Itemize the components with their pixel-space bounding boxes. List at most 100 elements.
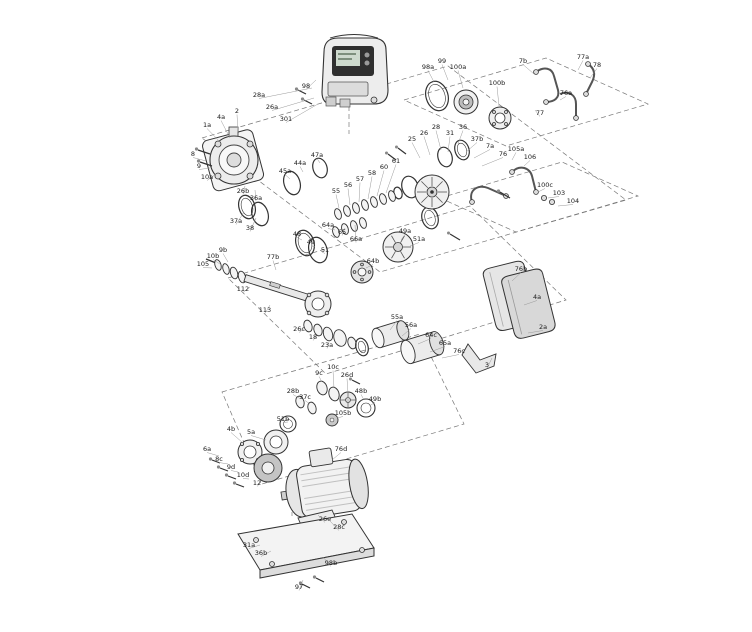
part-label-8c: 8c	[215, 455, 223, 463]
impeller-large	[414, 174, 450, 210]
leader-line	[220, 120, 231, 139]
leader-line	[248, 544, 261, 549]
part-label-26a: 26a	[266, 103, 278, 111]
part-label-26c: 26c	[293, 325, 305, 333]
control-lower-band	[327, 81, 369, 97]
impeller-mid	[382, 231, 414, 263]
part-label-64b: 64b	[367, 257, 379, 265]
part-label-48: 48	[293, 230, 301, 238]
leader-line	[310, 245, 316, 248]
part-label-76a: 76a	[560, 89, 572, 97]
part-label-23a: 23a	[321, 341, 333, 349]
part-label-76d: 76d	[335, 445, 347, 453]
part-label-99: 99	[438, 57, 446, 65]
chamber-bracket	[461, 343, 497, 374]
leader-line	[347, 188, 351, 206]
part-label-55: 55	[332, 187, 340, 195]
leader-line	[331, 452, 342, 461]
leader-line	[264, 304, 271, 314]
control-top-ridge	[329, 34, 379, 39]
leader-line	[559, 96, 567, 101]
part-label-103: 103	[553, 189, 565, 197]
part-label-10a: 10a	[201, 173, 213, 181]
part-label-104: 104	[567, 197, 579, 205]
part-label-98a: 98a	[422, 63, 434, 71]
leader-line	[249, 217, 257, 232]
shaft-assembly	[205, 258, 332, 318]
part-label-301: 301	[280, 115, 292, 123]
leader-line	[473, 149, 491, 159]
pump-head-hub	[226, 152, 242, 168]
cable-plug	[325, 96, 337, 107]
leader-line	[346, 378, 349, 394]
leader-line	[496, 86, 500, 107]
part-label-49b: 49b	[369, 395, 381, 403]
part-label-31: 31	[446, 129, 454, 137]
leader-line	[260, 550, 272, 557]
part-label-98b: 98b	[325, 559, 337, 567]
leader-line	[230, 432, 244, 444]
leader-line	[258, 87, 313, 99]
leader-line	[332, 370, 335, 389]
leader-line	[282, 421, 289, 423]
part-label-28a: 28a	[253, 91, 265, 99]
leader-line	[285, 103, 319, 123]
leader-line	[447, 136, 451, 153]
cable-plug	[339, 98, 351, 108]
control-screws	[294, 87, 313, 105]
part-label-9: 9	[197, 162, 201, 170]
part-label-31a: 31a	[243, 541, 255, 549]
cable-gland	[370, 96, 378, 104]
leader-line	[271, 97, 315, 111]
part-label-38: 38	[246, 224, 254, 232]
leader-line	[230, 470, 239, 473]
leader-line	[236, 114, 239, 133]
part-label-28c: 28c	[333, 523, 345, 531]
part-label-45a: 45a	[279, 167, 291, 175]
leader-line	[218, 462, 229, 465]
part-label-51a: 51a	[413, 235, 425, 243]
leader-line	[341, 227, 346, 236]
part-label-65a: 65a	[439, 339, 451, 347]
sleeve-large	[400, 331, 445, 365]
part-label-4a: 4a	[217, 113, 225, 121]
part-label-60: 60	[380, 163, 388, 171]
leader-line	[250, 435, 267, 441]
part-label-6a: 6a	[203, 445, 211, 453]
leader-line	[304, 400, 311, 405]
leader-line	[429, 346, 446, 353]
leader-line	[202, 267, 213, 269]
motor-terminal-box	[308, 447, 334, 468]
leader-line	[534, 109, 541, 117]
leader-line	[423, 136, 431, 156]
part-label-56: 56	[344, 181, 352, 189]
leader-line	[481, 157, 504, 167]
flanged-ring	[488, 106, 512, 130]
leader-line	[365, 264, 374, 269]
part-label-7b: 7b	[519, 57, 527, 65]
leader-line	[411, 142, 421, 159]
part-label-64c: 64c	[425, 331, 437, 339]
leader-line	[256, 481, 262, 487]
leader-line	[192, 157, 207, 162]
leader-line	[367, 176, 373, 200]
leader-line	[523, 300, 538, 306]
leader-line	[511, 272, 522, 282]
leader-line	[305, 79, 317, 90]
part-label-12: 12	[253, 479, 261, 487]
leader-line	[522, 64, 535, 75]
leader-line	[312, 334, 318, 341]
coupling-ring	[356, 398, 376, 418]
part-label-4b: 4b	[227, 425, 235, 433]
leader-line	[316, 158, 321, 164]
part-label-105: 105	[197, 260, 209, 268]
part-label-10c: 10c	[327, 363, 339, 371]
leader-line	[242, 286, 251, 293]
part-label-76b: 76b	[515, 265, 527, 273]
motor-fan-end	[348, 458, 369, 510]
leader-line	[589, 68, 598, 79]
leader-line	[577, 60, 584, 71]
leader-line	[401, 328, 412, 337]
leader-line	[322, 556, 332, 567]
